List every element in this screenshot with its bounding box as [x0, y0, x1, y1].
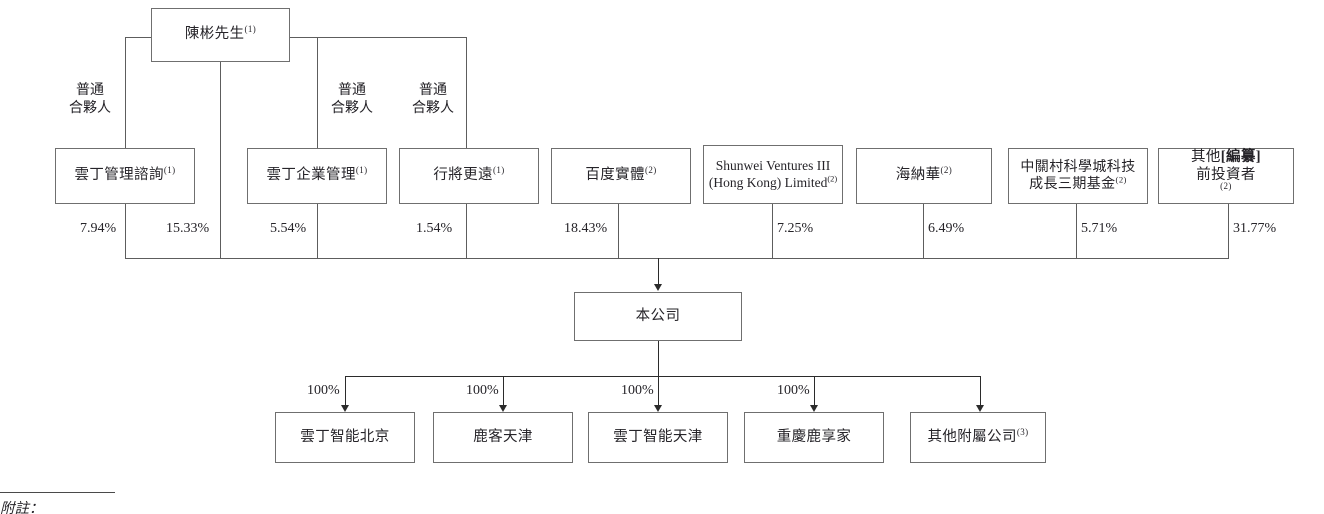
- connector-subsidiary-drop-3: [658, 376, 659, 406]
- node-shareholder-hainahua[interactable]: 海納華(2): [856, 148, 992, 204]
- redacted-bracket-text: [編纂]: [1220, 149, 1262, 166]
- node-shareholder-label-2: 雲丁企業管理(1): [266, 165, 368, 184]
- node-subsidiary-label-3: 雲丁智能天津: [613, 428, 703, 445]
- percentage-label-6: 7.25%: [777, 221, 814, 236]
- node-chen-bin[interactable]: 陳彬先生(1): [151, 8, 290, 62]
- connector-shareholder-drop-4: [466, 204, 467, 259]
- node-shareholder-label-3: 行將更遠(1): [433, 165, 505, 184]
- node-subsidiary-label-1: 雲丁智能北京: [300, 428, 390, 445]
- connector-gp-line-3: [466, 37, 467, 148]
- node-shareholder-label-6: 海納華(2): [895, 165, 953, 184]
- connector-shareholder-drop-9: [1228, 204, 1229, 259]
- arrow-into-subsidiary-1: [341, 405, 349, 412]
- node-the-company[interactable]: 本公司: [574, 292, 742, 341]
- node-shareholder-baidu-entity[interactable]: 百度實體(2): [551, 148, 691, 204]
- connector-bus-to-company: [658, 258, 659, 285]
- node-subsidiary-label-5: 其他附屬公司(3): [927, 426, 1029, 445]
- connector-subsidiary-bus: [345, 376, 981, 377]
- connector-gp-line-2: [317, 37, 318, 148]
- node-subsidiary-yunding-intelligent-beijing[interactable]: 雲丁智能北京: [275, 412, 415, 463]
- footnote-label: 附註：: [0, 501, 44, 514]
- node-the-company-label: 本公司: [635, 307, 681, 324]
- subsidiary-percentage-label-2: 100%: [466, 383, 499, 398]
- node-shareholder-label-1: 雲丁管理諮詢(1): [74, 165, 176, 184]
- percentage-label-7: 6.49%: [928, 221, 965, 236]
- arrow-into-subsidiary-4: [810, 405, 818, 412]
- node-shareholder-zhongguancun-fund[interactable]: 中關村科學城科技成長三期基金(2): [1008, 148, 1148, 204]
- percentage-label-5: 18.43%: [564, 221, 608, 236]
- connector-subsidiary-drop-5: [980, 376, 981, 406]
- connector-shareholder-drop-7: [923, 204, 924, 259]
- node-subsidiary-other-subsidiaries[interactable]: 其他附屬公司(3): [910, 412, 1046, 463]
- percentage-label-1: 7.94%: [80, 221, 117, 236]
- connector-shareholder-drop-3: [317, 204, 318, 259]
- node-subsidiary-label-2: 鹿客天津: [473, 428, 533, 445]
- connector-gp-line-1: [125, 37, 126, 148]
- node-shareholder-label-4: 百度實體(2): [585, 165, 657, 184]
- node-shareholder-other-pre-ipo-investors[interactable]: 其他[編纂]前投資者(2): [1158, 148, 1294, 204]
- connector-shareholder-drop-6: [772, 204, 773, 259]
- node-shareholder-label-5: Shunwei Ventures III (Hong Kong) Limited…: [708, 158, 838, 190]
- arrow-into-subsidiary-2: [499, 405, 507, 412]
- connector-shareholder-drop-5: [618, 204, 619, 259]
- node-subsidiary-chongqing-luxiangjia[interactable]: 重慶鹿享家: [744, 412, 884, 463]
- subsidiary-percentage-label-3: 100%: [621, 383, 654, 398]
- percentage-label-3: 5.54%: [270, 221, 307, 236]
- connector-top-left-horizontal: [125, 37, 152, 38]
- connector-company-to-subsidiary-bus: [658, 341, 659, 376]
- percentage-label-2: 15.33%: [166, 221, 210, 236]
- general-partner-label-2: 普通 合夥人: [331, 83, 373, 116]
- node-shareholder-xingjiang-gengyuan[interactable]: 行將更遠(1): [399, 148, 539, 204]
- node-shareholder-yunding-management-consulting[interactable]: 雲丁管理諮詢(1): [55, 148, 195, 204]
- general-partner-label-1: 普通 合夥人: [69, 83, 111, 116]
- node-subsidiary-luke-tianjin[interactable]: 鹿客天津: [433, 412, 573, 463]
- subsidiary-percentage-label-4: 100%: [777, 383, 810, 398]
- node-shareholder-label-7: 中關村科學城科技成長三期基金(2): [1020, 159, 1136, 192]
- percentage-label-4: 1.54%: [416, 221, 453, 236]
- node-shareholder-shunwei-ventures[interactable]: Shunwei Ventures III (Hong Kong) Limited…: [703, 145, 843, 204]
- connector-top-right-horizontal: [289, 37, 467, 38]
- connector-shareholder-drop-8: [1076, 204, 1077, 259]
- connector-subsidiary-drop-2: [503, 376, 504, 406]
- connector-subsidiary-drop-1: [345, 376, 346, 406]
- subsidiary-percentage-label-1: 100%: [307, 383, 340, 398]
- node-shareholder-label-8: 其他[編纂]前投資者(2): [1190, 149, 1262, 192]
- node-chen-bin-label: 陳彬先生(1): [184, 24, 257, 43]
- percentage-label-8: 5.71%: [1081, 221, 1118, 236]
- connector-shareholder-drop-1: [125, 204, 126, 259]
- connector-chenbin-direct-line: [220, 62, 221, 258]
- node-subsidiary-label-4: 重慶鹿享家: [776, 428, 852, 445]
- connector-shareholder-bus: [125, 258, 1229, 259]
- general-partner-label-3: 普通 合夥人: [412, 83, 454, 116]
- footnote-divider: [0, 492, 115, 493]
- arrow-into-subsidiary-3: [654, 405, 662, 412]
- connector-shareholder-drop-2: [220, 204, 221, 259]
- connector-subsidiary-drop-4: [814, 376, 815, 406]
- percentage-label-9: 31.77%: [1233, 221, 1277, 236]
- arrow-into-subsidiary-5: [976, 405, 984, 412]
- node-subsidiary-yunding-intelligent-tianjin[interactable]: 雲丁智能天津: [588, 412, 728, 463]
- node-shareholder-yunding-enterprise-management[interactable]: 雲丁企業管理(1): [247, 148, 387, 204]
- arrow-into-company: [654, 284, 662, 291]
